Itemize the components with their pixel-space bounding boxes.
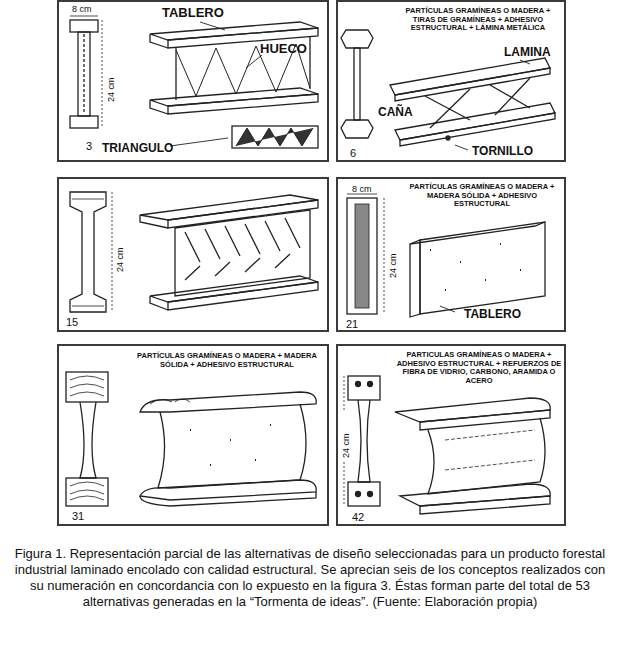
callout-number: 31 — [72, 510, 84, 523]
figure-caption: Figura 1. Representación parcial de las … — [8, 546, 612, 610]
concept-panel: 24 cm 15 — [57, 177, 329, 332]
part-label: TABLERO — [464, 308, 521, 322]
dimension: 8 cm — [72, 4, 92, 14]
beam-31 — [140, 392, 316, 506]
concept-panel: 8 cm 24 cm TABLERO HUECO TRIANGULO 3 — [57, 0, 329, 162]
concept-panel: PARTICULAS GRAMÍNEAS O MADERA + ADHESIVO… — [336, 344, 566, 526]
dimension: 24 cm — [106, 77, 116, 102]
part-label: TORNILLO — [472, 145, 533, 159]
section-6 — [341, 30, 373, 138]
part-label: HUECO — [260, 42, 307, 57]
section-15 — [70, 192, 112, 312]
dimension: 8 cm — [352, 184, 372, 194]
callout-number: 21 — [346, 318, 358, 331]
part-label: TABLERO — [162, 6, 224, 21]
beam-3 — [150, 22, 318, 148]
dimension: 24 cm — [388, 253, 398, 278]
concept-panel: PARTÍCULAS GRAMÍNEAS O MADERA + TIRAS DE… — [336, 0, 566, 162]
material-note: PARTÍCULAS GRAMÍNEAS O MADERA + TIRAS DE… — [394, 7, 562, 33]
beam-6 — [390, 58, 555, 150]
dimension: 24 cm — [341, 433, 351, 458]
section-31 — [66, 372, 108, 506]
concept-panel: PARTÍCULAS GRAMÍNEAS O MADERA + MADERA S… — [336, 177, 566, 332]
section-21 — [347, 194, 384, 314]
material-note: PARTÍCULAS GRAMÍNEAS O MADERA + MADERA S… — [402, 183, 562, 209]
material-note: PARTICULAS GRAMÍNEAS O MADERA + ADHESIVO… — [396, 351, 562, 386]
section-3 — [70, 16, 102, 128]
part-label: LAMINA — [504, 46, 551, 60]
callout-number: 42 — [352, 511, 364, 524]
concept-panel: PARTÍCULAS GRAMÍNEAS O MADERA + MADERA S… — [57, 344, 329, 526]
callout-number: 15 — [66, 316, 78, 329]
beam-15 — [140, 195, 318, 310]
part-label: CAÑA — [378, 106, 413, 120]
callout-number: 6 — [350, 147, 356, 160]
part-label: TRIANGULO — [102, 142, 173, 156]
material-note: PARTÍCULAS GRAMÍNEAS O MADERA + MADERA S… — [132, 352, 322, 369]
panel-21 — [410, 222, 545, 317]
callout-number: 3 — [86, 140, 92, 153]
beam-42 — [395, 398, 550, 514]
dimension: 24 cm — [115, 247, 125, 272]
